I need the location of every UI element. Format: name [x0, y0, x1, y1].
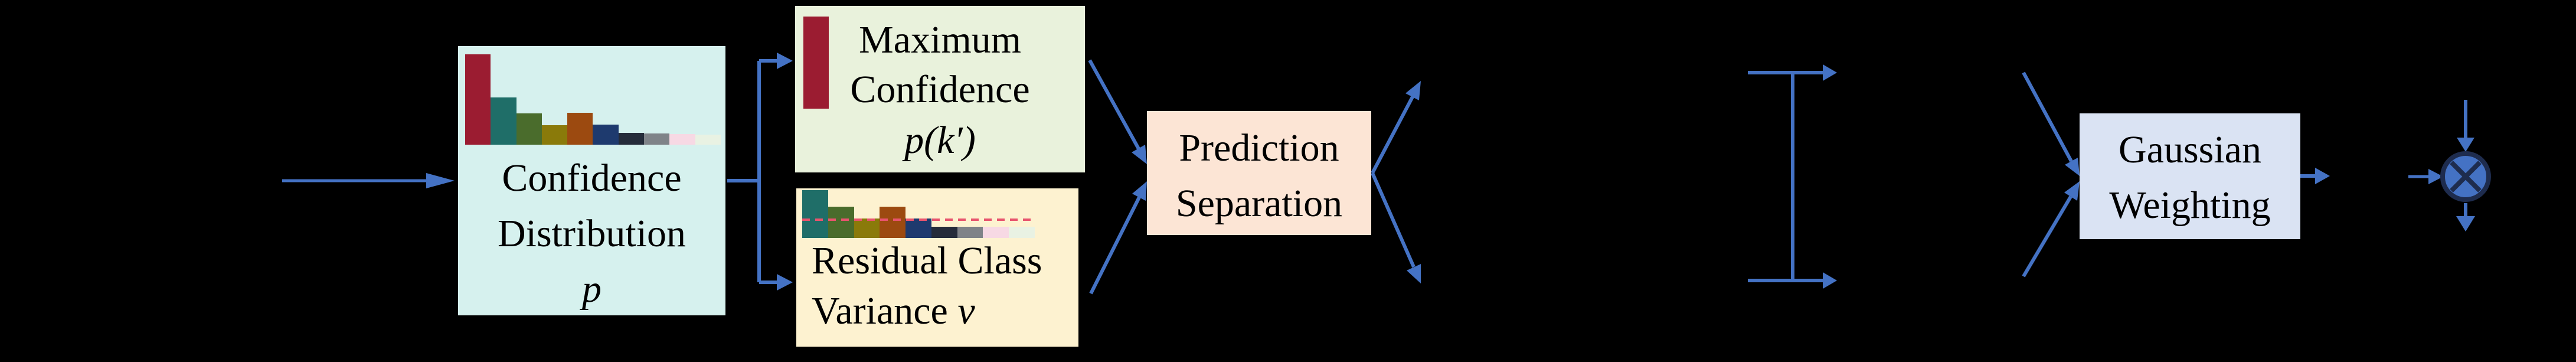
input-arrow	[282, 173, 455, 188]
split-connector	[727, 53, 793, 291]
confidence-symbol-p: p	[582, 268, 601, 311]
gaussian-weighting-box: Gaussian Weighting	[2080, 113, 2300, 239]
arrow-separation-up	[1371, 81, 1421, 174]
histogram-bar	[802, 190, 828, 238]
arrow-to-gaussian-top	[2022, 71, 2080, 176]
arrow-max-to-separation	[1088, 59, 1147, 164]
confidence-box-label-line2: Distribution	[497, 212, 686, 255]
arrow-to-gaussian-bottom	[2022, 181, 2080, 278]
prediction-box-label-line2: Separation	[1175, 182, 1343, 225]
residual-box-label-line2: Variance v	[812, 286, 1073, 336]
prediction-box-label-line1: Prediction	[1179, 126, 1339, 169]
residual-box-label-line1: Residual Class	[812, 239, 1042, 282]
histogram-bar	[541, 125, 568, 145]
arrow-to-maximum-head	[777, 53, 793, 69]
maximum-confidence-box: Maximum Confidence p(k′)	[793, 4, 1087, 175]
gaussian-box-label-line1: Gaussian	[2119, 128, 2261, 171]
histogram-bar	[516, 113, 542, 145]
multiply-input-top-arrow	[2457, 100, 2474, 152]
multiply-input-left-arrow	[2408, 169, 2443, 184]
maximum-box-label-line2: Confidence	[850, 68, 1030, 111]
histogram-bar	[983, 227, 1009, 238]
routing-bracket	[1748, 64, 1837, 289]
residual-symbol-v: v	[957, 289, 975, 332]
variance-threshold-dashed-line	[802, 218, 1035, 221]
multiply-cross-icon	[2450, 161, 2482, 193]
histogram-bar	[618, 133, 645, 145]
histogram-bar	[931, 227, 957, 238]
multiply-output-arrow	[2456, 203, 2475, 231]
histogram-bar	[593, 125, 619, 145]
histogram-bar	[491, 97, 516, 145]
gaussian-box-label-line2: Weighting	[2109, 184, 2271, 227]
prediction-separation-box: Prediction Separation	[1147, 111, 1371, 235]
arrow-separation-down	[1371, 172, 1421, 283]
confidence-distribution-box: Confidence Distribution p	[456, 44, 727, 317]
arrow-variance-to-separation	[1089, 181, 1147, 295]
histogram-bar	[465, 54, 491, 145]
confidence-box-label-line1: Confidence	[502, 156, 682, 200]
histogram-bar	[567, 113, 593, 145]
histogram-bar	[695, 135, 721, 145]
multiply-circle-icon	[2440, 151, 2491, 202]
residual-histogram	[802, 190, 1035, 238]
max-confidence-bar-icon	[803, 17, 829, 109]
histogram-bar	[669, 134, 695, 145]
histogram-bar	[644, 133, 670, 145]
histogram-bar	[905, 218, 931, 238]
histogram-bar	[828, 207, 854, 238]
histogram-bar	[1009, 227, 1035, 238]
gaussian-output-arrow	[2300, 168, 2330, 184]
maximum-box-label-line1: Maximum	[859, 18, 1021, 61]
histogram-bar	[854, 218, 880, 238]
maximum-formula: p(k′)	[904, 119, 976, 162]
multiply-node	[2408, 100, 2491, 231]
confidence-histogram	[465, 53, 721, 145]
arrow-to-residual-head	[777, 274, 793, 291]
residual-variance-label: Variance	[812, 289, 948, 332]
histogram-bar	[957, 227, 983, 238]
residual-class-variance-box: Residual Class Variance v	[795, 187, 1080, 348]
histogram-bar	[880, 207, 906, 238]
